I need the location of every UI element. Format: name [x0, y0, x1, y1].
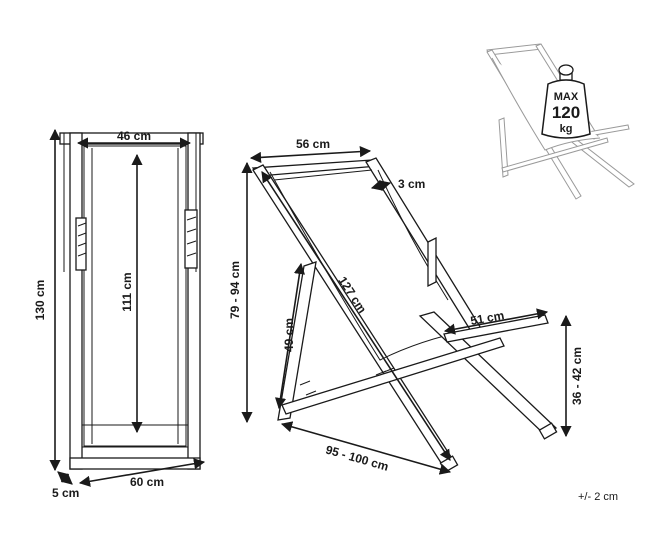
- folded-fabric: [83, 145, 187, 447]
- top-width-label: 56 cm: [296, 137, 330, 151]
- weight-unit-label: kg: [560, 123, 573, 135]
- folded-chair-front-view: 46 cm 111 cm 130 cm 5 cm 60 cm: [33, 128, 206, 500]
- frame-length-arrow: [261, 171, 451, 461]
- top-width-arrow: [249, 146, 372, 163]
- leg-length-label: 49 cm: [282, 318, 296, 352]
- open-lower-bar: [281, 337, 505, 415]
- folded-height-label: 130 cm: [33, 280, 47, 321]
- seat-length-label: 111 cm: [120, 272, 134, 311]
- folded-notches-right: [184, 209, 198, 269]
- seat-width-label: 46 cm: [117, 129, 151, 143]
- armrest-length-arrow: [443, 308, 549, 335]
- folded-right-rail: [187, 132, 201, 470]
- total-depth-arrow: [280, 421, 452, 475]
- seat-height-label: 36 - 42 cm: [570, 347, 584, 405]
- folded-depth-arrow: [57, 471, 73, 485]
- folded-width-label: 60 cm: [130, 475, 164, 489]
- folded-notches-left: [75, 217, 87, 271]
- folded-depth-label: 5 cm: [52, 486, 79, 500]
- open-support: [427, 236, 437, 288]
- open-top-bar: [251, 159, 380, 177]
- open-chair-side-view: 56 cm 3 cm 79 - 94 cm 49 cm 127 cm 51 cm…: [228, 137, 584, 475]
- folded-left-rail: [69, 132, 83, 470]
- weight-max-label: MAX: [554, 91, 579, 103]
- folded-bottom-bar: [69, 457, 201, 470]
- weight-value-label: 120: [552, 103, 580, 122]
- folded-width-arrow: [78, 458, 206, 487]
- max-load-illustration: MAX 120 kg: [486, 43, 635, 200]
- weight-icon: MAX 120 kg: [541, 64, 591, 139]
- total-depth-label: 95 - 100 cm: [324, 443, 390, 474]
- armrest-length-label: 51 cm: [469, 308, 505, 328]
- frame-thickness-label: 3 cm: [398, 177, 425, 191]
- total-height-label: 79 - 94 cm: [228, 261, 242, 319]
- tolerance-note: +/- 2 cm: [578, 491, 618, 503]
